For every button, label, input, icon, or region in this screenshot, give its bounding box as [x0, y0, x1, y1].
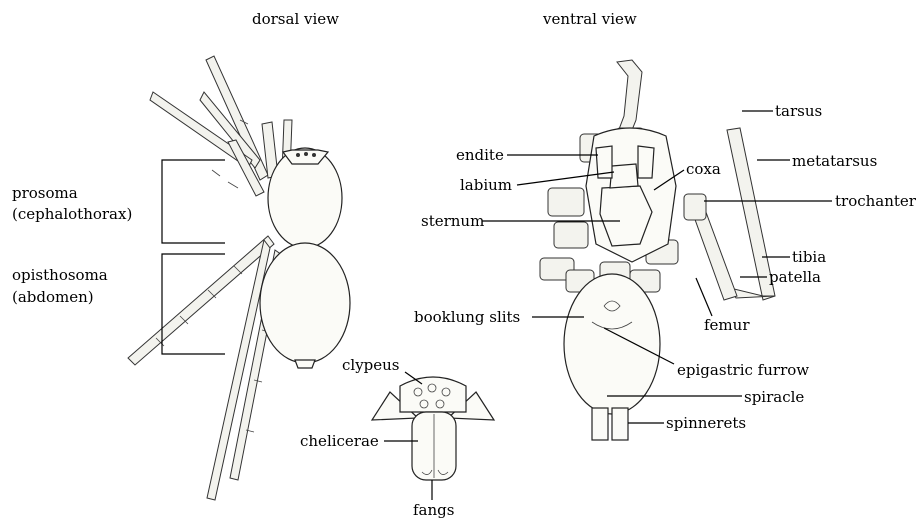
cephalothorax-label: (cephalothorax): [12, 205, 132, 223]
spiracle-label: spiracle: [744, 388, 804, 406]
patella-label: patella: [769, 268, 821, 286]
metatarsus-label: metatarsus: [792, 152, 877, 170]
booklung-slits-label: booklung slits: [414, 308, 520, 326]
ventral-abdomen-shape: [564, 274, 660, 414]
labium-label: labium: [460, 176, 512, 194]
clypeus-label: clypeus: [342, 356, 400, 374]
tibia-label: tibia: [792, 248, 826, 266]
dorsal-abdomen-shape: [260, 243, 350, 363]
tarsus-label: tarsus: [775, 102, 822, 120]
endite-label: endite: [456, 146, 504, 164]
femur-label: femur: [704, 316, 750, 334]
front-view-drawing: [372, 377, 494, 480]
femur-leader: [696, 278, 712, 316]
ventral-spider-drawing: [540, 60, 775, 440]
trochanter-label: trochanter: [835, 192, 917, 210]
coxa-label: coxa: [686, 160, 721, 178]
chelicerae-label: chelicerae: [300, 432, 379, 450]
spinnerets-label: spinnerets: [666, 414, 746, 432]
fangs-label: fangs: [413, 501, 454, 519]
opisthosoma-label: opisthosoma: [12, 266, 108, 284]
dorsal-view-heading: dorsal view: [252, 10, 339, 28]
abdomen-label: (abdomen): [12, 288, 94, 306]
sternum-label: sternum: [421, 212, 484, 230]
epigastric-furrow-label: epigastric furrow: [677, 361, 809, 379]
prosoma-label: prosoma: [12, 184, 78, 202]
ventral-view-heading: ventral view: [542, 10, 637, 28]
